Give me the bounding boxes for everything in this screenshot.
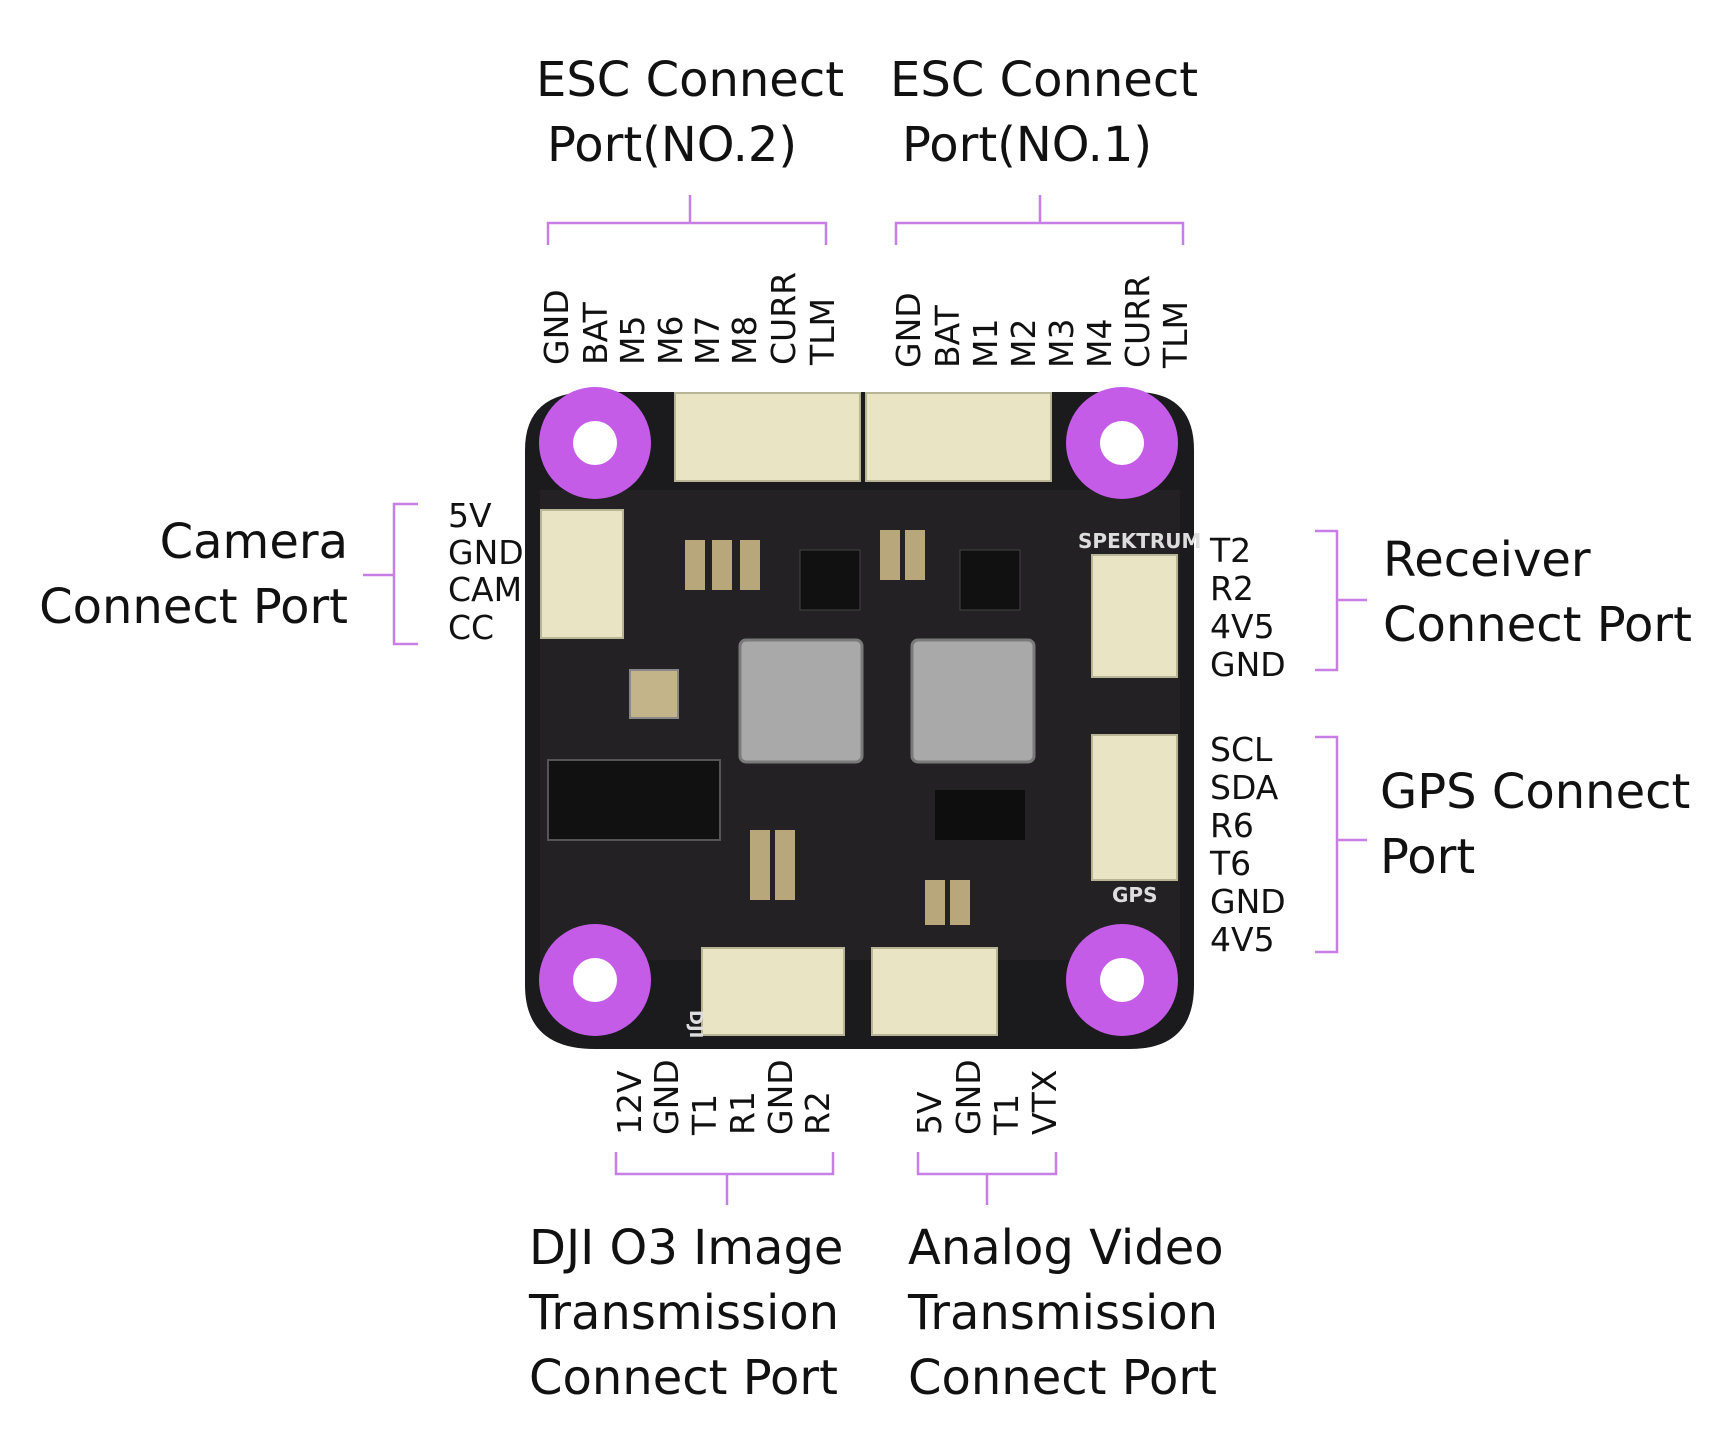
esc2-pin: M8	[725, 315, 764, 365]
esc1-pin: M4	[1080, 318, 1119, 368]
bracket-receiver	[1315, 529, 1367, 672]
dji-pin: 12V	[610, 1070, 649, 1135]
receiver-pin: R2	[1210, 569, 1254, 608]
silkscreen-dji: DJI	[685, 1010, 706, 1038]
receiver-pin: T2	[1210, 531, 1252, 570]
receiver-pin: GND	[1210, 645, 1286, 684]
analog-pin: T1	[987, 1093, 1026, 1135]
esc1-title-line1: ESC Connect	[890, 52, 1199, 108]
connectors	[540, 392, 1178, 1036]
gps-pin: SDA	[1210, 768, 1279, 807]
dji-pin: T1	[685, 1093, 724, 1135]
esc1-pin: M3	[1042, 318, 1081, 368]
bracket-dji	[614, 1152, 835, 1205]
camera-title-line2: Connect Port	[39, 579, 348, 635]
esc2-pin: GND	[537, 289, 576, 365]
gps-pin: T6	[1210, 844, 1252, 883]
esc2-title-line1: ESC Connect	[536, 52, 845, 108]
bracket-esc1	[894, 195, 1185, 245]
camera-pin: GND	[448, 533, 524, 572]
analog-title-line2: Transmission	[908, 1285, 1219, 1341]
esc1-title-line2: Port(NO.1)	[902, 117, 1153, 173]
analog-pin: GND	[949, 1059, 988, 1135]
dji-title-line2: Transmission	[529, 1285, 840, 1341]
gps-pin: GND	[1210, 882, 1286, 921]
camera-pin: 5V	[448, 496, 492, 535]
dji-title-line3: Connect Port	[529, 1350, 838, 1406]
esc1-pin: GND	[889, 292, 928, 368]
bracket-gps	[1315, 735, 1367, 954]
camera-title-line1: Camera	[159, 514, 348, 570]
dji-title-line1: DJI O3 Image	[529, 1220, 844, 1276]
analog-pin: VTX	[1025, 1069, 1064, 1135]
esc2-pin: M6	[651, 315, 690, 365]
esc1-pin: M2	[1004, 318, 1043, 368]
gps-title-line1: GPS Connect	[1380, 764, 1691, 820]
receiver-title-line1: Receiver	[1383, 532, 1591, 588]
analog-pin: 5V	[910, 1091, 949, 1135]
gps-pin: R6	[1210, 806, 1254, 845]
esc1-pin: M1	[966, 318, 1005, 368]
receiver-title-line2: Connect Port	[1383, 597, 1692, 653]
esc2-pin: TLM	[803, 297, 842, 365]
bracket-analog	[916, 1152, 1058, 1205]
silkscreen-spektrum: SPEKTRUM	[1078, 529, 1201, 553]
dji-pin: GND	[647, 1059, 686, 1135]
brackets	[363, 195, 1367, 1205]
esc2-pin: BAT	[576, 302, 615, 365]
esc2-title-line2: Port(NO.2)	[547, 117, 798, 173]
gps-title-line2: Port	[1380, 829, 1476, 885]
esc2-pin: CURR	[764, 271, 803, 365]
gps-pin: SCL	[1210, 730, 1273, 769]
receiver-pin: 4V5	[1210, 607, 1275, 646]
silkscreen-gps: GPS	[1112, 883, 1157, 907]
dji-pin: GND	[761, 1059, 800, 1135]
dji-pin: R2	[798, 1091, 837, 1135]
flight-controller-board: SPEKTRUM GPS DJI	[525, 387, 1201, 1049]
esc2-pin: M5	[613, 315, 652, 365]
gps-pin: 4V5	[1210, 920, 1275, 959]
analog-title-line3: Connect Port	[908, 1350, 1217, 1406]
mount-holes	[539, 387, 1178, 1036]
esc2-pin: M7	[688, 315, 727, 365]
camera-pin: CC	[448, 608, 495, 647]
esc1-pin: CURR	[1118, 274, 1157, 368]
analog-title-line1: Analog Video	[908, 1220, 1224, 1276]
dji-pin: R1	[723, 1091, 762, 1135]
camera-pin: CAM	[448, 570, 523, 609]
esc1-pin: BAT	[928, 305, 967, 368]
esc1-pin: TLM	[1156, 300, 1195, 368]
bracket-esc2	[546, 195, 828, 245]
bracket-camera	[363, 502, 418, 646]
